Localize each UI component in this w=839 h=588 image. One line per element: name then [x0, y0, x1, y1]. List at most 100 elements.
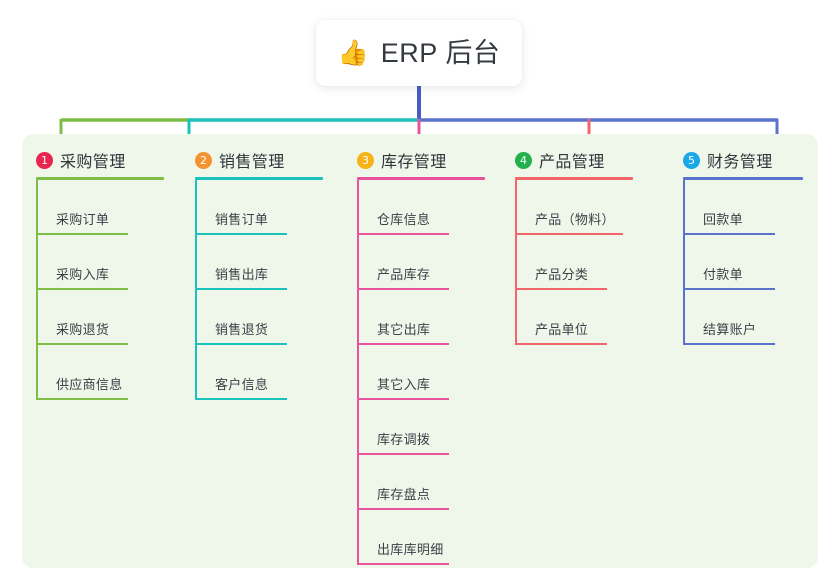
column-4: 4 产品管理产品（物料） 产品分类产品单位	[503, 134, 667, 568]
leaf-node[interactable]: 库存盘点	[357, 455, 503, 510]
leaf-node-rule	[683, 233, 775, 235]
leaf-node[interactable]: 其它出库	[357, 290, 503, 345]
leaf-node-label: 付款单	[703, 267, 743, 282]
leaf-node[interactable]: 回款单	[683, 180, 818, 235]
leaf-node[interactable]: 产品分类	[515, 235, 667, 290]
leaf-node[interactable]: 销售退货	[195, 290, 343, 345]
column-badge-4: 4	[515, 151, 532, 169]
leaf-node-label: 结算账户	[703, 322, 757, 337]
leaf-node[interactable]: 仓库信息	[357, 180, 503, 235]
leaf-node-rule	[357, 343, 449, 345]
leaf-node-rule	[515, 343, 607, 345]
leaf-node-rule	[195, 233, 287, 235]
column-header-2[interactable]: 2 销售管理	[195, 134, 343, 180]
column-spine-3	[357, 180, 359, 565]
column-spine-2	[195, 180, 197, 400]
column-header-5[interactable]: 5 财务管理	[683, 134, 818, 180]
leaf-node[interactable]: 采购入库	[36, 235, 183, 290]
column-title-3: 库存管理	[381, 154, 447, 171]
leaf-node-rule	[683, 288, 775, 290]
leaf-node-label: 采购退货	[56, 322, 110, 337]
column-spine-5	[683, 180, 685, 345]
content-panel	[22, 134, 818, 568]
column-items-1: 采购订单采购入库采购退货供应商信息	[36, 180, 183, 400]
leaf-node[interactable]: 采购退货	[36, 290, 183, 345]
leaf-node[interactable]: 产品单位	[515, 290, 667, 345]
leaf-node-label: 回款单	[703, 212, 743, 227]
column-items-2: 销售订单销售出库销售退货客户信息	[195, 180, 343, 400]
leaf-node-label: 产品单位	[535, 322, 589, 337]
leaf-node-rule	[357, 288, 449, 290]
column-badge-5: 5	[683, 151, 700, 169]
leaf-node[interactable]: 客户信息	[195, 345, 343, 400]
leaf-node-label: 采购订单	[56, 212, 110, 227]
leaf-node-label: 库存盘点	[377, 487, 431, 502]
column-title-2: 销售管理	[219, 154, 285, 171]
leaf-node-label: 销售订单	[215, 212, 269, 227]
leaf-node-label: 客户信息	[215, 377, 269, 392]
leaf-node-label: 库存调拨	[377, 432, 431, 447]
column-header-rule-4	[515, 177, 633, 180]
leaf-node[interactable]: 产品库存	[357, 235, 503, 290]
column-badge-2: 2	[195, 151, 212, 169]
leaf-node-rule	[357, 508, 449, 510]
leaf-node[interactable]: 结算账户	[683, 290, 818, 345]
leaf-node[interactable]: 付款单	[683, 235, 818, 290]
leaf-node-rule	[357, 453, 449, 455]
leaf-node-rule	[515, 288, 607, 290]
leaf-node-label: 其它入库	[377, 377, 431, 392]
leaf-node[interactable]: 其它入库	[357, 345, 503, 400]
root-node-title: ERP 后台	[380, 37, 501, 68]
leaf-node-rule	[36, 233, 128, 235]
leaf-node-rule	[357, 563, 449, 565]
column-spine-1	[36, 180, 38, 400]
column-items-5: 回款单付款单结算账户	[683, 180, 818, 345]
leaf-node-label: 产品（物料）	[535, 212, 615, 227]
column-items-3: 仓库信息产品库存其它出库其它入库库存调拨库存盘点出库库明细	[357, 180, 503, 565]
leaf-node-label: 出库库明细	[377, 542, 444, 557]
leaf-node[interactable]: 销售出库	[195, 235, 343, 290]
leaf-node-rule	[683, 343, 775, 345]
leaf-node-rule	[195, 288, 287, 290]
leaf-node-label: 产品分类	[535, 267, 589, 282]
leaf-node-label: 产品库存	[377, 267, 431, 282]
leaf-node-label: 供应商信息	[56, 377, 123, 392]
column-title-1: 采购管理	[60, 154, 126, 171]
column-2: 2 销售管理销售订单销售出库销售退货客户信息	[183, 134, 343, 568]
column-spine-4	[515, 180, 517, 345]
column-items-4: 产品（物料） 产品分类产品单位	[515, 180, 667, 345]
leaf-node-label: 其它出库	[377, 322, 431, 337]
leaf-node-rule	[357, 233, 449, 235]
column-header-4[interactable]: 4 产品管理	[515, 134, 667, 180]
leaf-node[interactable]: 出库库明细	[357, 510, 503, 565]
leaf-node-label: 采购入库	[56, 267, 110, 282]
column-header-rule-3	[357, 177, 485, 180]
thumbs-up-icon: 👍	[337, 38, 369, 67]
leaf-node[interactable]: 采购订单	[36, 180, 183, 235]
leaf-node-rule	[36, 288, 128, 290]
leaf-node-rule	[36, 343, 128, 345]
leaf-node[interactable]: 库存调拨	[357, 400, 503, 455]
column-5: 5 财务管理回款单付款单结算账户	[667, 134, 818, 568]
leaf-node[interactable]: 供应商信息	[36, 345, 183, 400]
leaf-node-rule	[195, 343, 287, 345]
leaf-node-rule	[357, 398, 449, 400]
root-node-card[interactable]: 👍 ERP 后台	[316, 20, 522, 86]
column-header-rule-1	[36, 177, 164, 180]
leaf-node[interactable]: 销售订单	[195, 180, 343, 235]
column-header-rule-5	[683, 177, 803, 180]
leaf-node[interactable]: 产品（物料）	[515, 180, 667, 235]
column-header-rule-2	[195, 177, 323, 180]
column-title-4: 产品管理	[539, 154, 605, 171]
leaf-node-label: 销售出库	[215, 267, 269, 282]
leaf-node-label: 仓库信息	[377, 212, 431, 227]
leaf-node-rule	[195, 398, 287, 400]
column-title-5: 财务管理	[707, 154, 773, 171]
leaf-node-rule	[36, 398, 128, 400]
